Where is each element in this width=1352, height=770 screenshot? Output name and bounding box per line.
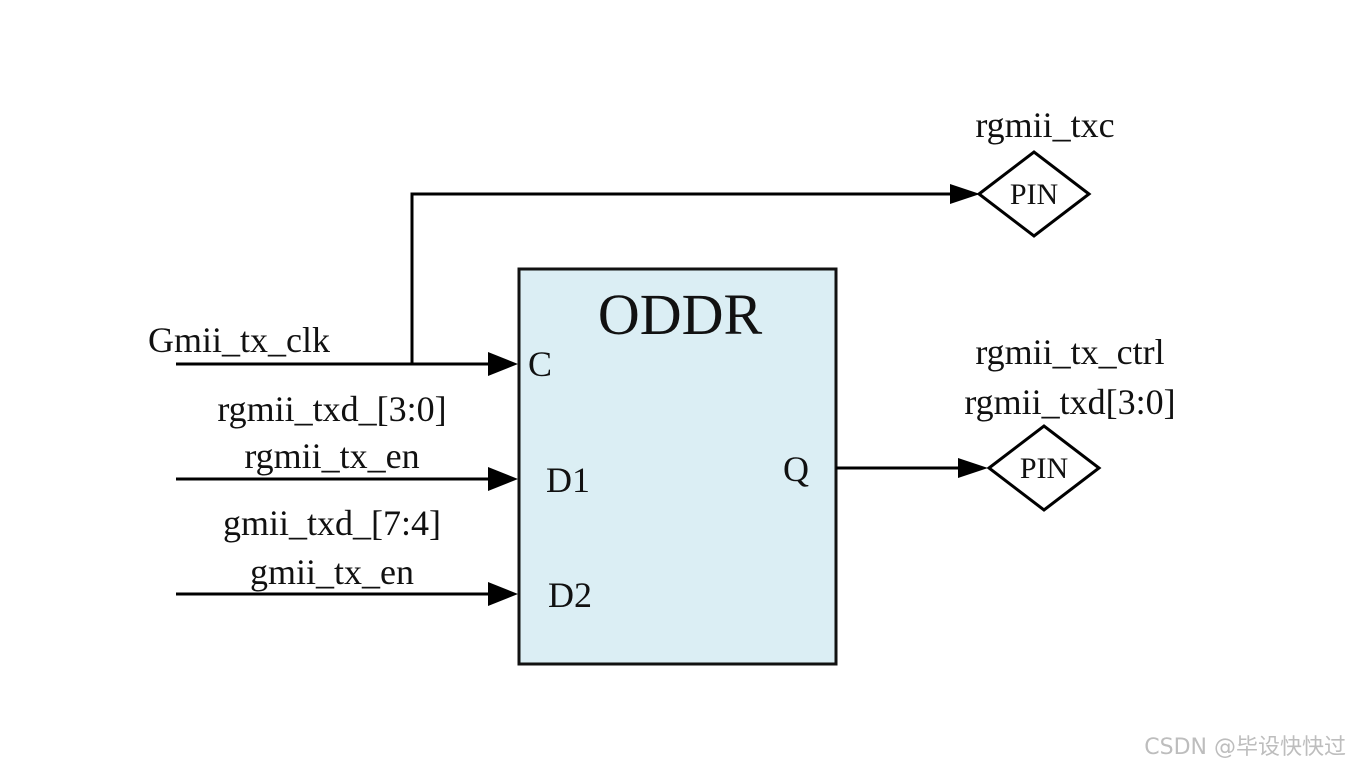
block-title: ODDR [598,282,763,347]
clk-signal-label: Gmii_tx_clk [148,320,330,360]
txc-arrowhead [950,184,980,204]
port-d2-label: D2 [548,575,592,615]
clk-branch-wire [410,192,950,364]
d2-signal-label-2: gmii_tx_en [250,552,414,592]
port-d1-label: D1 [546,460,590,500]
d2-arrowhead [488,582,518,606]
d1-signal-label-2: rgmii_tx_en [244,436,419,476]
c-arrowhead [488,352,518,376]
port-q-label: Q [783,449,809,489]
txc-signal-label: rgmii_txc [975,105,1114,145]
d1-arrowhead [488,467,518,491]
d2-signal-label-1: gmii_txd_[7:4] [223,503,441,543]
q-signal-label-1: rgmii_tx_ctrl [975,332,1164,372]
port-c-label: C [528,344,552,384]
txc-pin [976,150,1092,238]
q-arrowhead [958,458,988,478]
q-signal-label-2: rgmii_txd[3:0] [964,382,1175,422]
q-pin-label: PIN [1020,452,1068,485]
oddr-block [517,267,838,666]
watermark: CSDN @毕设快快过 [1144,735,1346,760]
d1-signal-label-1: rgmii_txd_[3:0] [217,389,446,429]
q-pin [986,424,1102,512]
txc-pin-label: PIN [1010,178,1058,211]
